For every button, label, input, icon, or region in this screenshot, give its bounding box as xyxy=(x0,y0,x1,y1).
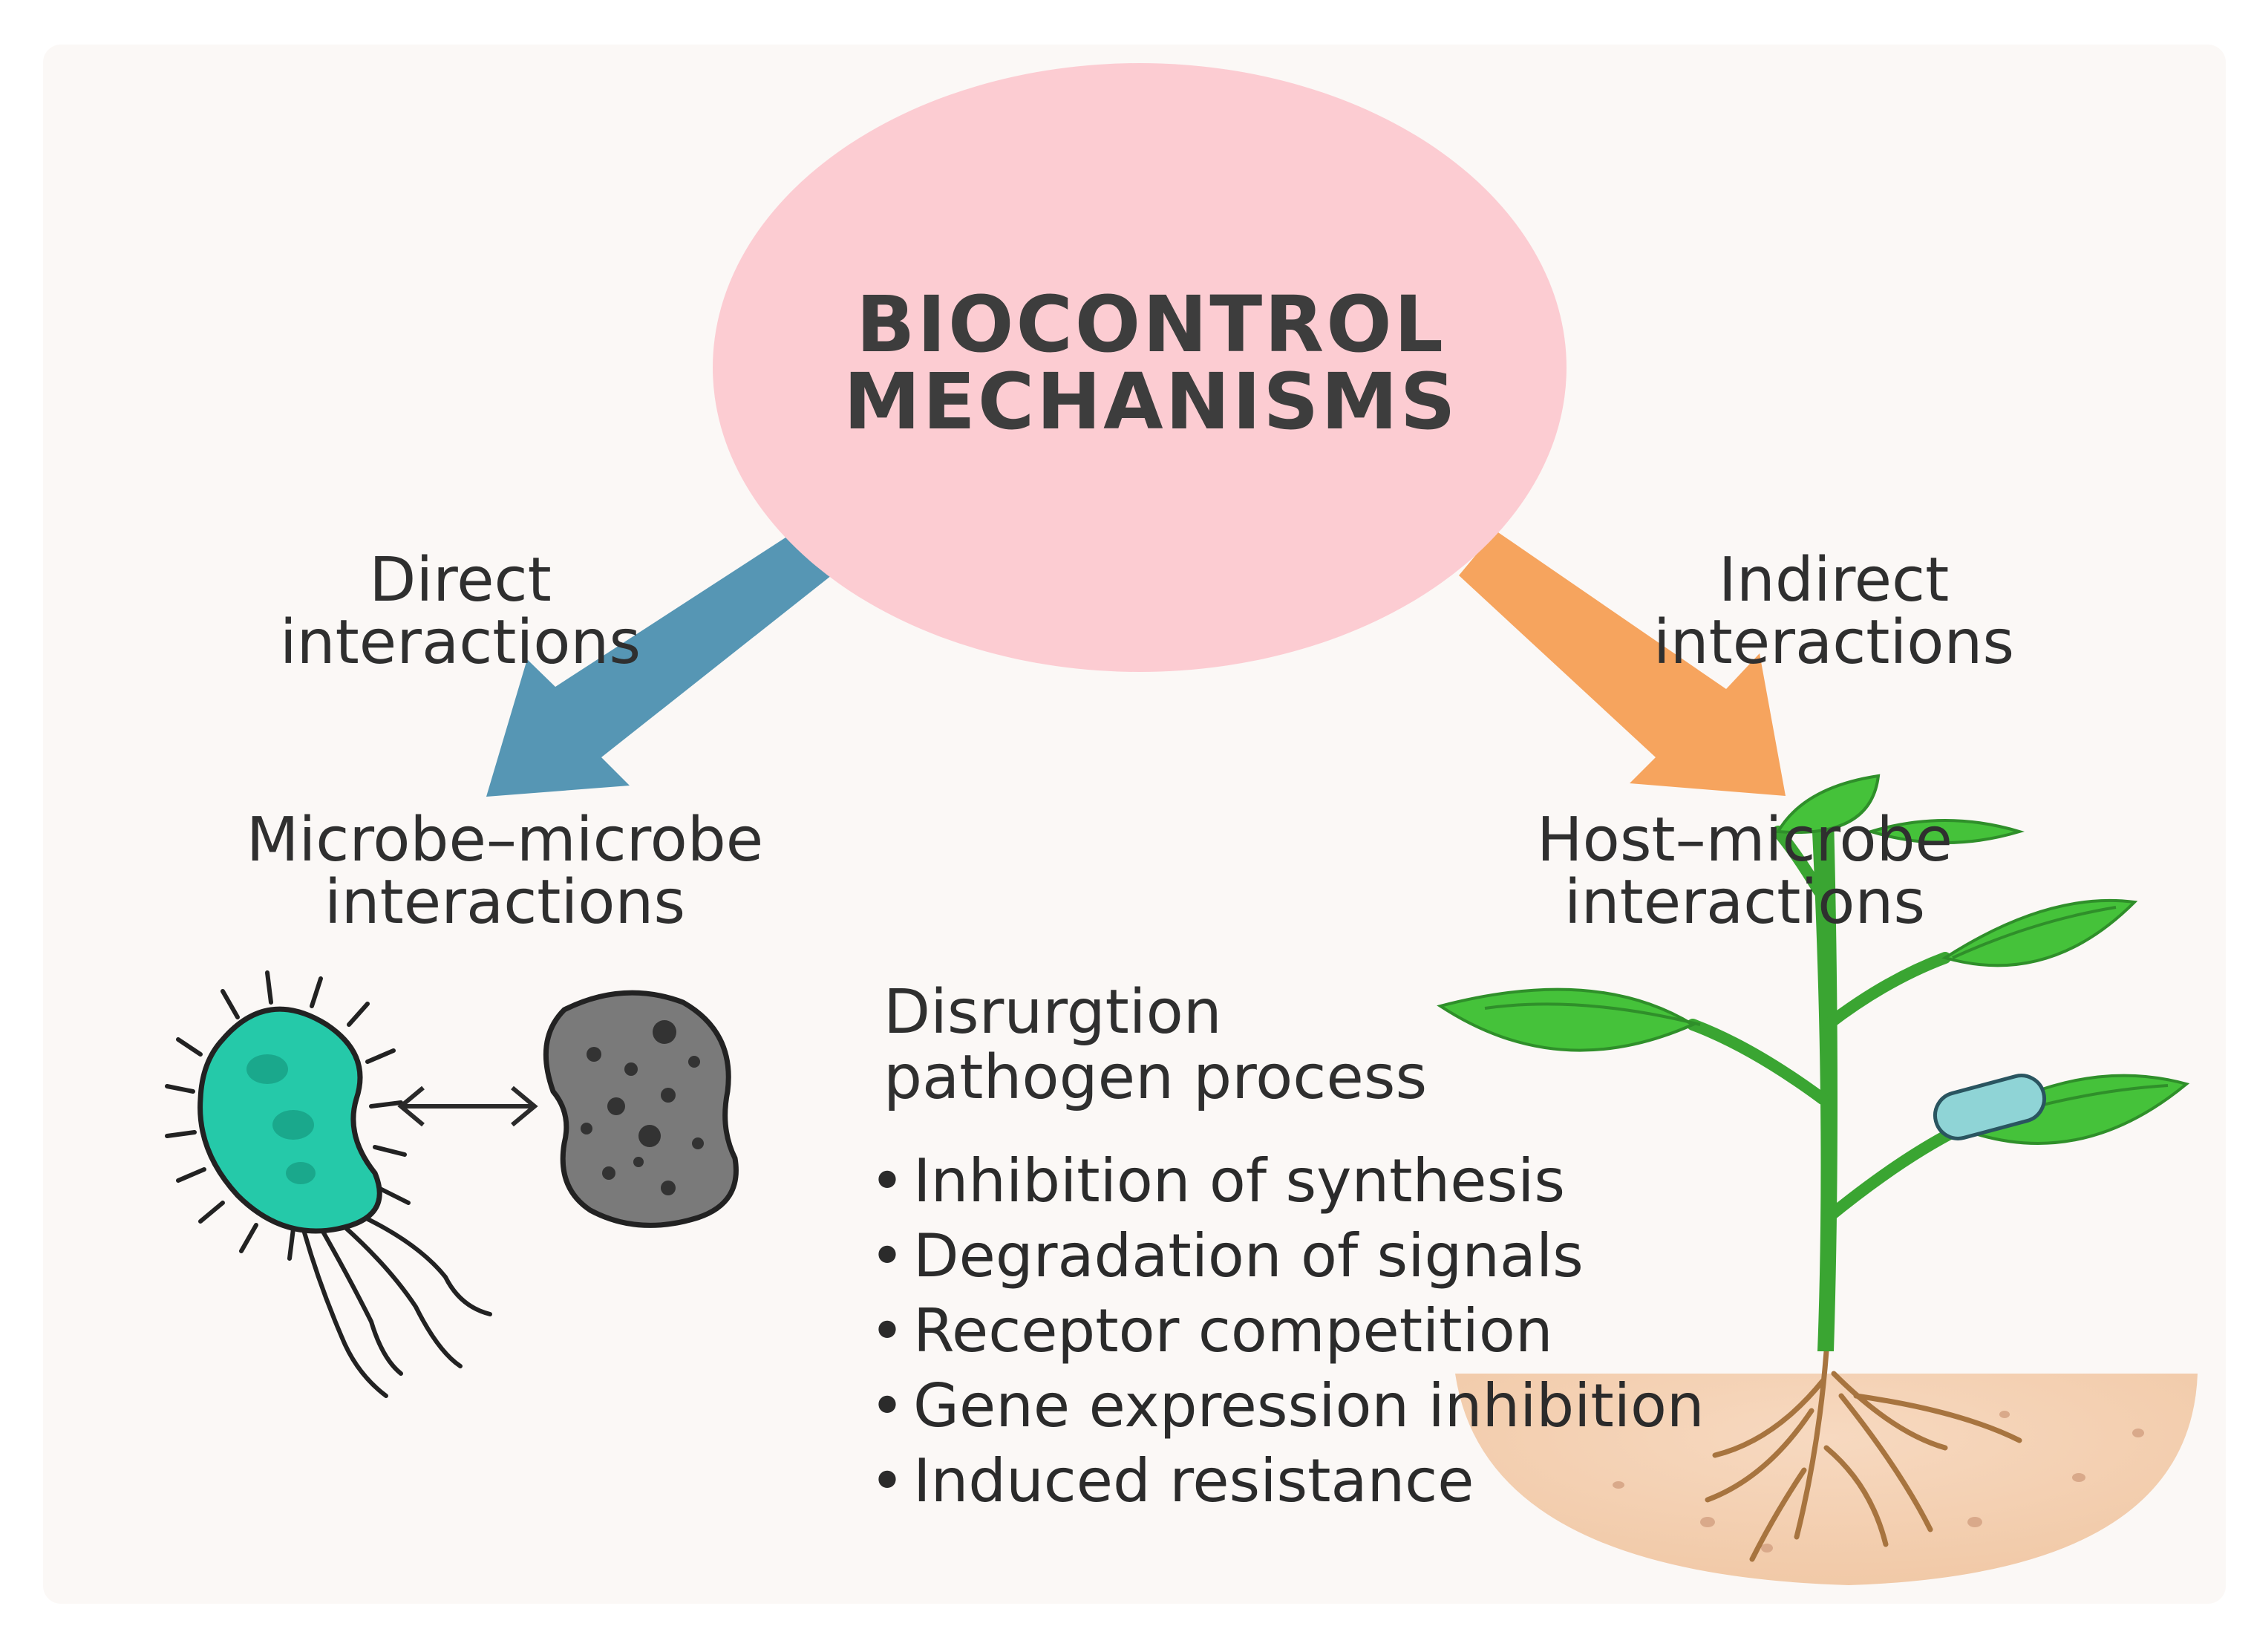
plant-icon xyxy=(1437,774,2190,1562)
disruption-list: Inhibition of synthesis Degradation of s… xyxy=(861,1143,1705,1518)
direct-line-2: interactions xyxy=(279,607,641,678)
title-line-2: MECHANISMS xyxy=(843,356,1458,447)
indirect-line-2: interactions xyxy=(1653,607,2015,678)
direct-interactions-label: Direct interactions xyxy=(186,549,735,673)
indirect-interactions-label: Indirect interactions xyxy=(1559,549,2108,673)
host-microbe-line-2: interactions xyxy=(1564,866,1926,938)
disruption-line-1: Disrurgtion xyxy=(883,977,1222,1048)
list-item: Inhibition of synthesis xyxy=(861,1143,1705,1218)
microbe-microbe-line-1: Microbe–microbe xyxy=(246,805,764,875)
host-microbe-label: Host–microbe interactions xyxy=(1448,809,2042,933)
pathogen-icon xyxy=(543,990,739,1228)
double-arrow-icon xyxy=(397,1085,538,1127)
list-item: Degradation of signals xyxy=(861,1218,1705,1293)
indirect-line-1: Indirect xyxy=(1718,545,1950,616)
title-line-1: BIOCONTROL xyxy=(856,279,1446,370)
disruption-line-2: pathogen process xyxy=(883,1042,1428,1113)
list-item: Receptor competition xyxy=(861,1293,1705,1368)
list-item: Induced resistance xyxy=(861,1443,1705,1518)
bacterium-icon xyxy=(165,970,492,1398)
microbe-microbe-line-2: interactions xyxy=(324,866,686,938)
disruption-heading: Disrurgtion pathogen process xyxy=(883,980,1552,1110)
microbe-microbe-label: Microbe–microbe interactions xyxy=(148,809,861,933)
title-ellipse xyxy=(713,63,1567,672)
direct-line-1: Direct xyxy=(369,545,552,616)
diagram-title: BIOCONTROL MECHANISMS xyxy=(742,286,1559,440)
indirect-arrow xyxy=(1459,531,1786,796)
host-microbe-line-1: Host–microbe xyxy=(1536,805,1953,875)
direct-arrow xyxy=(486,531,832,797)
list-item: Gene expression inhibition xyxy=(861,1368,1705,1443)
